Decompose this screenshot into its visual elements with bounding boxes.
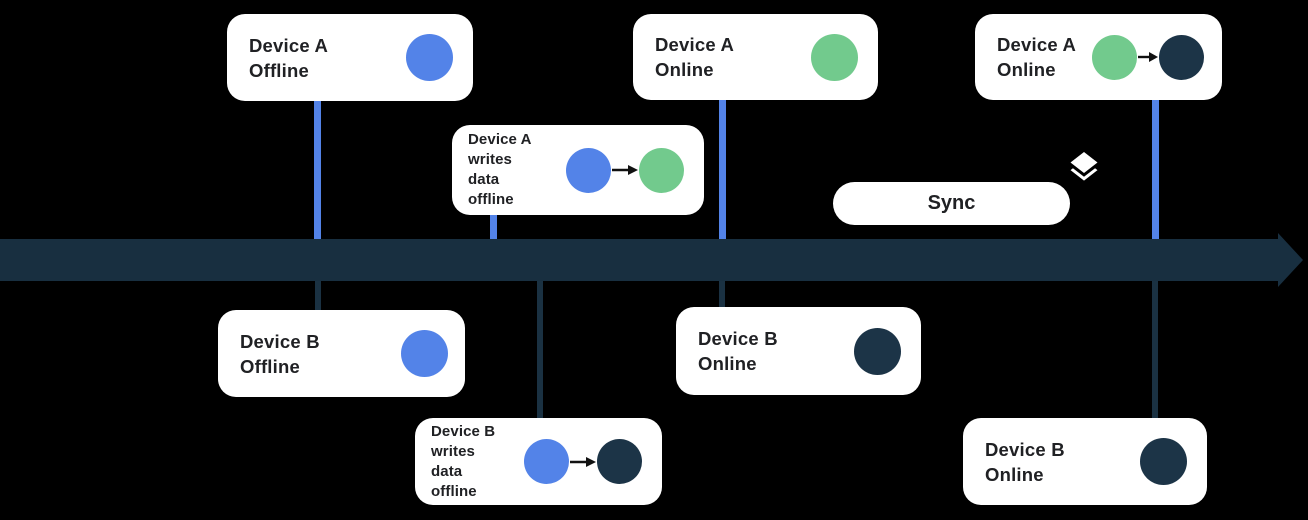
synced-dark-dot-icon — [597, 439, 642, 484]
card-device-b-online-1: Device B Online — [676, 307, 921, 395]
card-subtitle: Online — [698, 353, 757, 374]
card-line: writes — [468, 151, 512, 168]
card-subtitle: Offline — [249, 59, 309, 81]
arrow-right-icon — [612, 165, 638, 175]
synced-dark-dot-icon — [854, 327, 901, 375]
card-line: data — [468, 171, 500, 188]
card-title: Device B — [240, 330, 320, 352]
card-device-b-online-2: Device B Online — [963, 418, 1207, 505]
connector-device-a-online-1 — [719, 99, 726, 241]
layers-icon — [1070, 152, 1098, 181]
connector-device-b-offline — [315, 279, 321, 312]
synced-dark-dot-icon — [1159, 34, 1204, 80]
sync-button-label: Sync — [927, 192, 976, 214]
connector-device-a-online-2 — [1152, 99, 1159, 241]
card-line: Device A — [468, 131, 532, 148]
online-green-dot-icon — [811, 33, 858, 81]
card-line: data — [431, 462, 463, 480]
online-green-dot-icon — [639, 147, 684, 193]
card-subtitle: Offline — [240, 355, 300, 377]
offline-blue-dot-icon — [524, 439, 569, 484]
card-subtitle: Online — [997, 59, 1056, 80]
offline-blue-dot-icon — [401, 330, 448, 377]
sync-button[interactable]: Sync — [833, 182, 1070, 225]
card-title: Device B — [698, 328, 778, 349]
offline-blue-dot-icon — [566, 147, 611, 193]
card-title: Device A — [249, 34, 329, 56]
card-device-a-online-2: Device A Online — [975, 14, 1222, 100]
card-device-b-offline: Device B Offline — [218, 310, 465, 397]
timeline-arrow — [0, 233, 1303, 287]
card-subtitle: Online — [655, 59, 714, 80]
connector-device-a-writes — [490, 210, 497, 242]
synced-dark-dot-icon — [1140, 438, 1187, 485]
card-device-a-online-1: Device A Online — [633, 14, 878, 100]
offline-blue-dot-icon — [406, 34, 453, 81]
card-device-b-writes: Device B writes data offline — [415, 418, 662, 505]
card-line: offline — [431, 482, 477, 500]
card-line: offline — [468, 191, 514, 208]
card-device-a-writes: Device A writes data offline — [452, 125, 704, 215]
card-line: Device B — [431, 422, 496, 440]
card-device-a-offline: Device A Offline — [227, 14, 473, 101]
card-title: Device A — [655, 34, 735, 55]
card-title: Device A — [997, 34, 1077, 55]
card-subtitle: Online — [985, 463, 1044, 485]
arrow-right-icon — [570, 456, 596, 467]
card-line: writes — [431, 442, 475, 460]
connector-device-a-offline — [314, 100, 321, 241]
connector-device-b-online-1 — [719, 279, 725, 309]
connector-device-b-online-2 — [1152, 279, 1158, 420]
connector-device-b-writes — [537, 279, 543, 420]
card-title: Device B — [985, 438, 1065, 460]
online-green-dot-icon — [1092, 34, 1137, 80]
arrow-right-icon — [1138, 52, 1158, 62]
